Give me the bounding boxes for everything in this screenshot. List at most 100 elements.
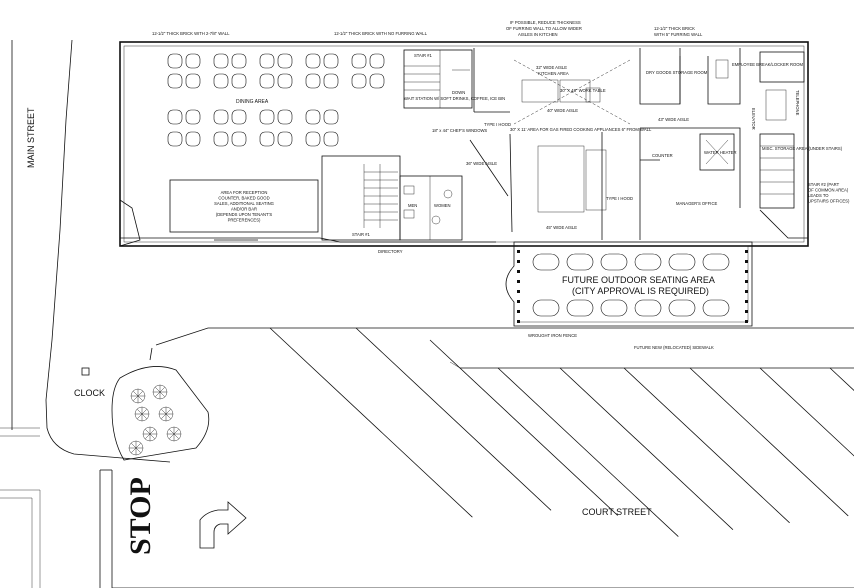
fence-post xyxy=(745,320,748,323)
parking-stripe xyxy=(355,327,552,511)
fence-post xyxy=(517,310,520,313)
dining-table xyxy=(185,73,201,89)
parking-stripe xyxy=(559,367,734,530)
fence-post xyxy=(745,250,748,253)
stop-marking: STOP xyxy=(124,477,157,555)
dining-table xyxy=(185,131,201,147)
water-heater-label: WATER HEATER xyxy=(704,150,737,155)
aisle-36-label: 36" WIDE AISLE xyxy=(466,161,497,166)
reception-text-line: AREA FOR RECEPTION xyxy=(221,190,268,195)
shrub-icon xyxy=(130,388,146,404)
clock-label: CLOCK xyxy=(74,388,105,398)
fence-post xyxy=(745,290,748,293)
outdoor-table xyxy=(668,299,696,317)
shrub-icon xyxy=(166,426,182,442)
parking-stripe xyxy=(269,327,473,518)
telephone-label: TELEPHONE xyxy=(795,90,800,116)
shrub-icon xyxy=(152,384,168,400)
wall-note-kitchen-1: IF POSSIBLE, REDUCE THICKNESS xyxy=(510,20,581,25)
outdoor-table xyxy=(634,299,662,317)
aisle-45-label: 45" WIDE AISLE xyxy=(546,225,577,230)
dining-area-label: DINING AREA xyxy=(236,99,269,105)
labels: 12-1/2" THICK BRICK WITH 2-7/8" WALL 12-… xyxy=(26,20,850,555)
fence-post xyxy=(517,280,520,283)
wait-station-label: WAIT STATION W/ SOFT DRINKS, COFFEE, ICE… xyxy=(404,96,505,101)
parking-stripe xyxy=(689,367,849,517)
reception-text-line: PREFERENCES) xyxy=(228,218,261,223)
dining-table xyxy=(305,73,321,89)
down-label: DOWN xyxy=(452,90,465,95)
dining-table xyxy=(277,131,293,147)
misc-storage-label: MISC. STORAGE AREA (UNDER STAIRS) xyxy=(762,146,843,151)
reception-text-line: (DEPENDS UPON TENANT'S xyxy=(216,212,273,217)
fence-post xyxy=(745,260,748,263)
parking-stripe xyxy=(829,367,854,391)
dining-table xyxy=(167,131,183,147)
dining-table xyxy=(167,53,183,69)
women-label: WOMEN xyxy=(434,203,451,208)
main-street-label: MAIN STREET xyxy=(26,107,36,168)
parking-stripe xyxy=(429,339,618,516)
reception-area-box xyxy=(169,179,319,233)
dining-tables xyxy=(167,53,385,147)
building-shell xyxy=(119,41,809,247)
dry-goods-label: DRY GOODS STORAGE ROOM xyxy=(646,70,708,75)
shrub-icon xyxy=(134,406,150,422)
dining-table xyxy=(323,73,339,89)
manager-office-label: MANAGER'S OFFICE xyxy=(676,201,717,206)
outdoor-seating-note: (CITY APPROVAL IS REQUIRED) xyxy=(572,286,709,296)
outdoor-table xyxy=(566,299,594,317)
fence-post xyxy=(517,320,520,323)
dining-table xyxy=(323,131,339,147)
outdoor-seating xyxy=(505,241,753,327)
turn-arrow-icon xyxy=(199,501,247,549)
stair1-top-label: STAIR #1 xyxy=(414,53,433,58)
chef-window-label: 18" x 44" CHEF'S WINDOWS xyxy=(432,128,487,133)
fence-post xyxy=(517,300,520,303)
wall-note-kitchen-3: AISLES IN KITCHEN xyxy=(518,32,558,37)
court-street-label: COURT STREET xyxy=(582,507,652,517)
dining-table xyxy=(167,73,183,89)
dining-table xyxy=(231,131,247,147)
dining-table xyxy=(277,109,293,125)
work-table-label: 30" X 48" WORK TABLE xyxy=(560,88,606,93)
elevator-label: ELEVATOR xyxy=(751,108,756,130)
dining-table xyxy=(231,73,247,89)
wall-note-right-2: WITH 5" FURRING WALL xyxy=(654,32,703,37)
fence-post xyxy=(745,280,748,283)
stair2-text-line: UPSTAIRS OFFICES) xyxy=(808,199,850,204)
dining-table xyxy=(351,53,367,69)
fence-post xyxy=(517,260,520,263)
dining-table xyxy=(277,53,293,69)
aisle-40-label: 40" WIDE AISLE xyxy=(547,108,578,113)
outdoor-table xyxy=(532,299,560,317)
dining-table xyxy=(259,73,275,89)
dining-table xyxy=(277,73,293,89)
dining-table xyxy=(167,109,183,125)
fence-post xyxy=(517,270,520,273)
employee-room-label: EMPLOYEE BREAK/LOCKER ROOM xyxy=(732,62,803,67)
outdoor-table xyxy=(668,253,696,271)
dining-table xyxy=(305,53,321,69)
dining-table xyxy=(231,53,247,69)
fence-post xyxy=(517,290,520,293)
men-label: MEN xyxy=(408,203,417,208)
reception-text-line: AND/OR BAR xyxy=(231,207,257,212)
dining-table xyxy=(259,53,275,69)
clock-post-icon xyxy=(81,367,90,376)
reception-text-line: COUNTER, BAKED GOOD xyxy=(218,196,269,201)
stair2-text-line: STAIR #2 (PART xyxy=(808,182,840,187)
dining-table xyxy=(185,53,201,69)
outdoor-table xyxy=(600,299,628,317)
island-shrubs xyxy=(128,384,182,456)
street-context xyxy=(0,39,854,588)
fence-post xyxy=(745,270,748,273)
parking-stripe xyxy=(623,367,790,524)
outdoor-table xyxy=(634,253,662,271)
fence-post xyxy=(745,300,748,303)
dining-table xyxy=(213,73,229,89)
kitchen-area-label: KITCHEN AREA xyxy=(538,71,569,76)
dining-table xyxy=(323,53,339,69)
